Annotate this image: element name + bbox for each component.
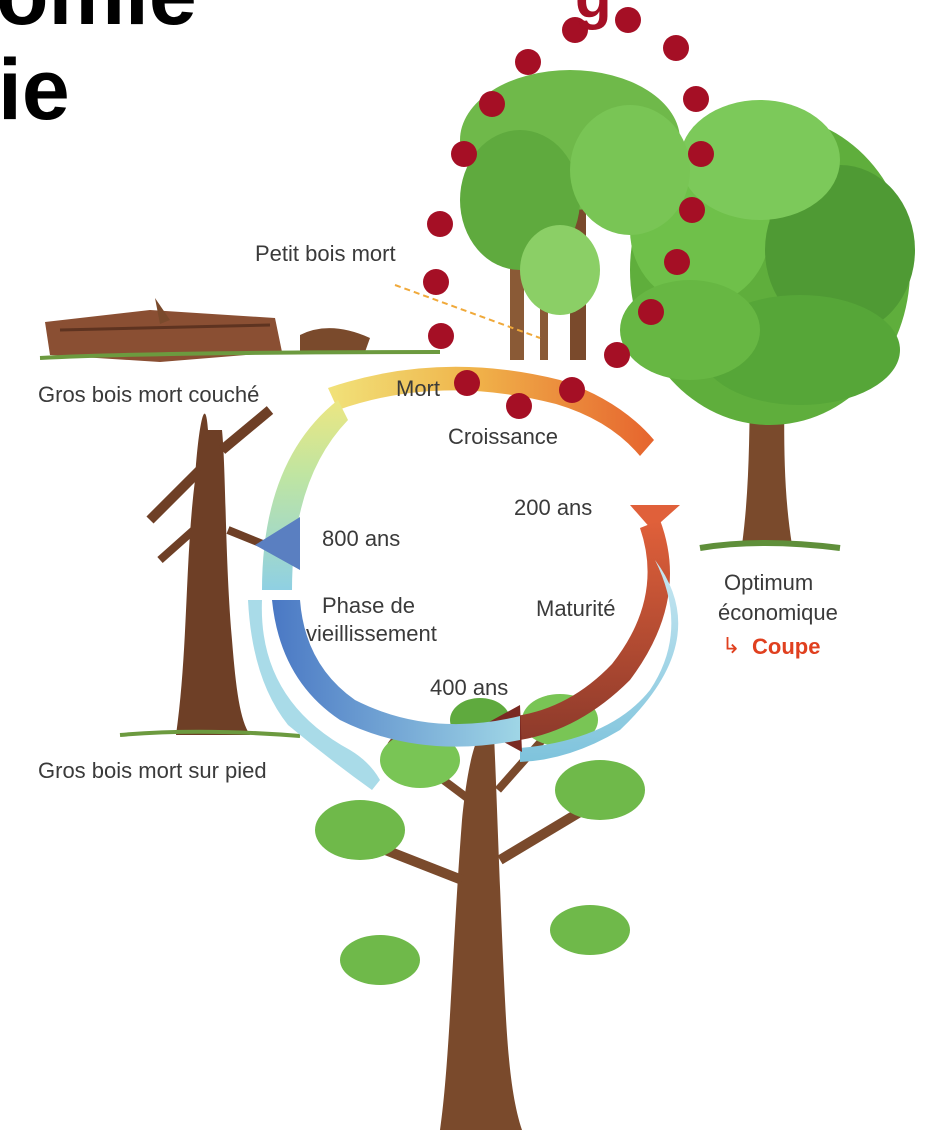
label-optimum-line-1: Optimum	[724, 571, 813, 596]
label-optimum-line-2: économique	[718, 601, 838, 626]
red-dot	[428, 323, 454, 349]
red-dot	[506, 393, 532, 419]
label-mort: Mort	[396, 377, 440, 402]
label-gros-bois-mort-couche: Gros bois mort couché	[38, 383, 259, 408]
label-petit-bois-mort: Petit bois mort	[255, 242, 396, 267]
red-dot	[559, 377, 585, 403]
red-dot	[663, 35, 689, 61]
red-dot	[615, 7, 641, 33]
red-dot	[427, 211, 453, 237]
red-dot	[479, 91, 505, 117]
red-dot	[515, 49, 541, 75]
red-dot	[683, 86, 709, 112]
label-400-ans: 400 ans	[430, 676, 508, 701]
label-phase-line-1: Phase de	[322, 594, 415, 619]
red-dot	[604, 342, 630, 368]
label-200-ans: 200 ans	[514, 496, 592, 521]
red-dot	[451, 141, 477, 167]
label-coupe: Coupe	[752, 635, 820, 660]
curved-arrow-icon: ↳	[722, 634, 740, 659]
red-dot	[423, 269, 449, 295]
page-title-line-2: ie	[0, 47, 70, 133]
red-dot	[688, 141, 714, 167]
red-dot	[664, 249, 690, 275]
red-dot	[454, 370, 480, 396]
label-gros-bois-mort-sur-pied: Gros bois mort sur pied	[38, 759, 267, 784]
red-dot	[638, 299, 664, 325]
page-title-line-1: omie	[0, 0, 197, 38]
label-800-ans: 800 ans	[322, 527, 400, 552]
lying-dead-wood-icon	[40, 298, 440, 362]
partial-red-title-letter: g	[575, 0, 612, 27]
label-croissance: Croissance	[448, 425, 558, 450]
death-arc	[262, 400, 348, 590]
label-maturite: Maturité	[536, 597, 615, 622]
red-dot	[679, 197, 705, 223]
label-phase-line-2: vieillissement	[306, 622, 437, 647]
old-tree-icon	[315, 694, 645, 1130]
